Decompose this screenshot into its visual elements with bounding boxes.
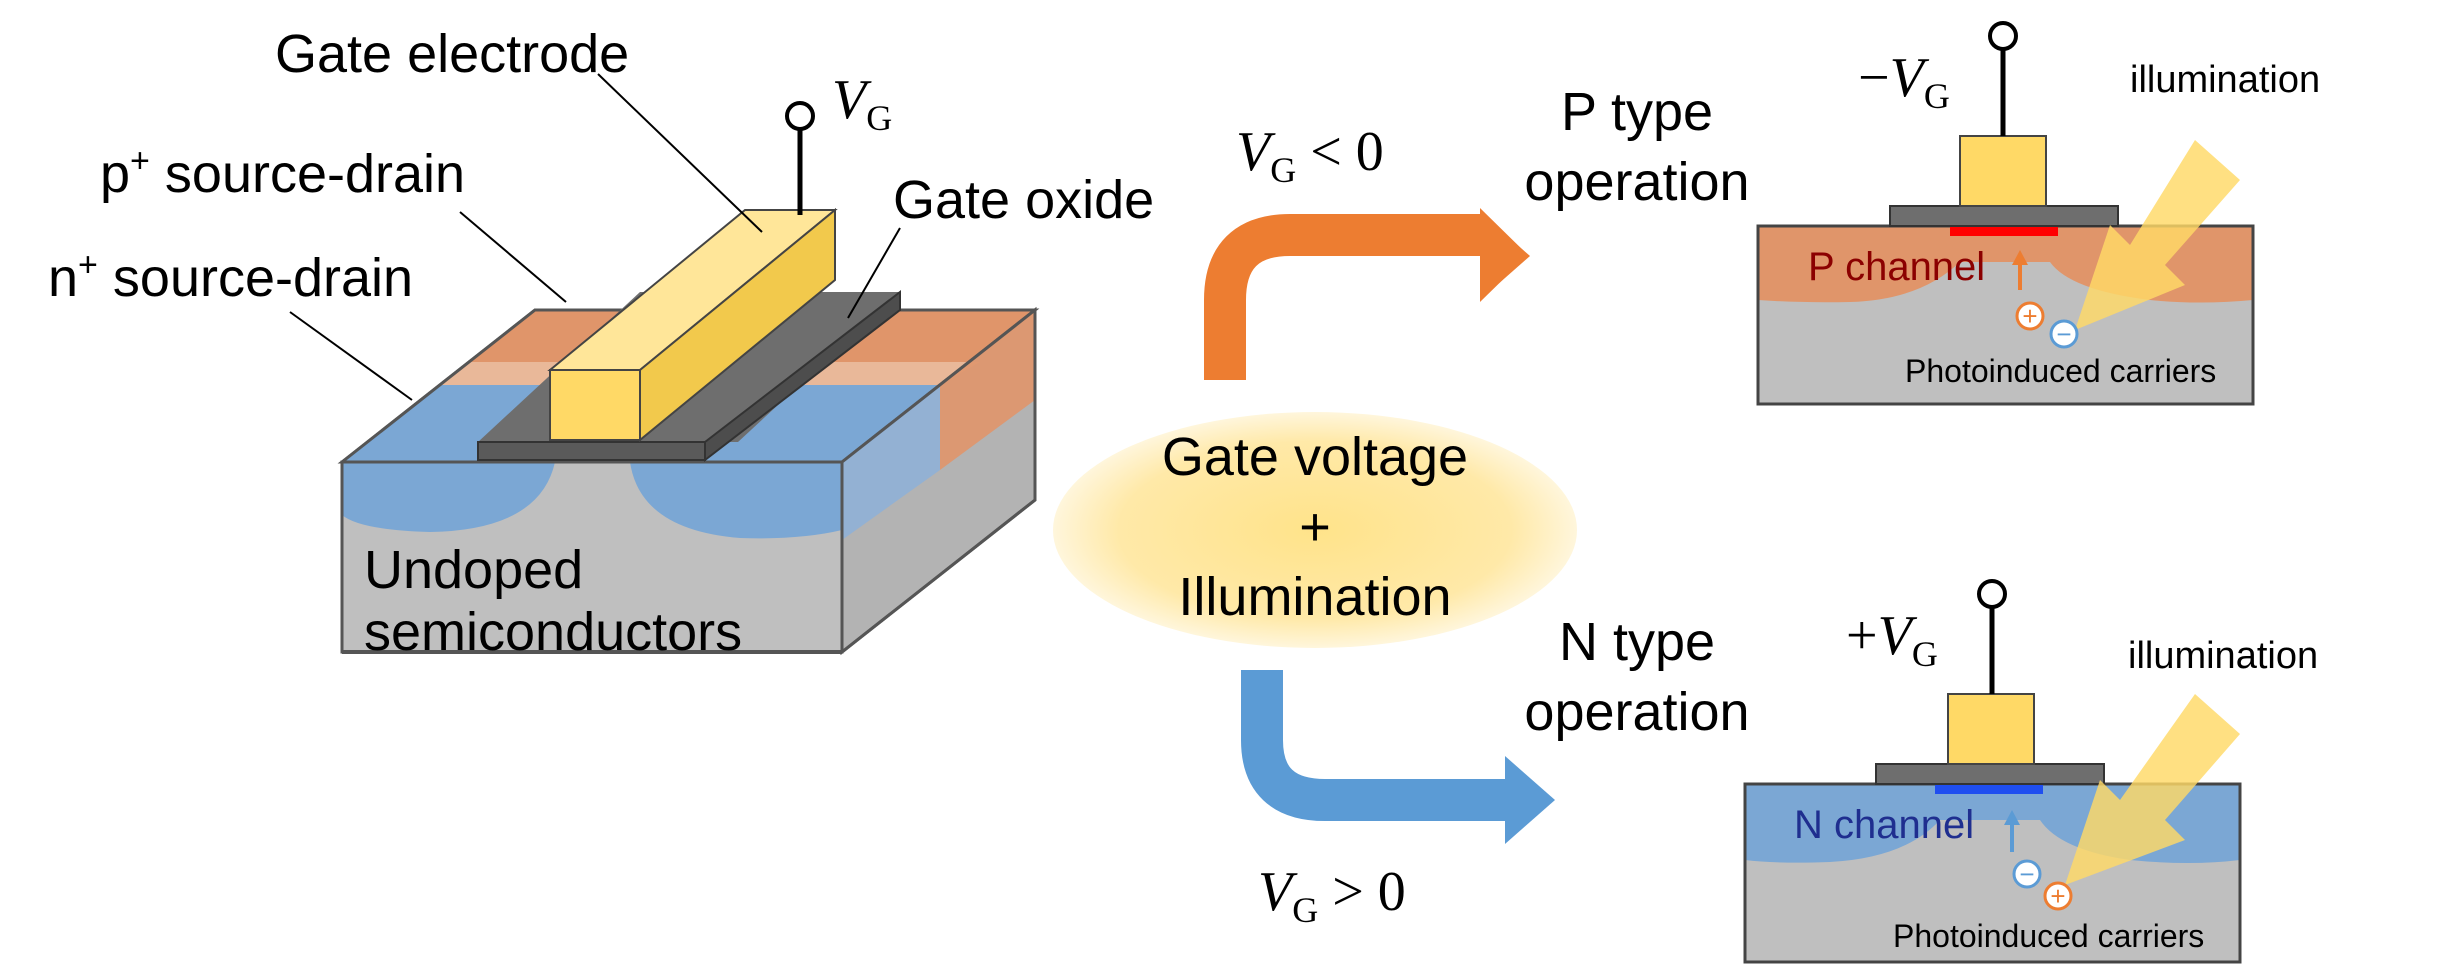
leader-gate-electrode: [597, 73, 763, 233]
n-well-left: [342, 462, 555, 532]
p-region-side: [940, 310, 1035, 470]
arrow-head-p: [1480, 212, 1530, 300]
center-line-3: Illumination: [1178, 567, 1451, 627]
p-carrier-arrow-icon: [2012, 250, 2028, 265]
vg-label-device: VG: [832, 69, 892, 138]
condition-negative: VG< 0: [1236, 121, 1384, 190]
p-illumination-beam: [2075, 140, 2240, 330]
p-channel-bar: [1950, 226, 2058, 236]
center-block: Gate voltage + Illumination VG< 0 VG> 0: [1053, 121, 1577, 930]
n-hole-symbol: +: [2050, 881, 2065, 911]
leader-p-sd: [459, 211, 567, 303]
p-type-panel: P type operation −VG illumination P chan…: [1524, 21, 2320, 406]
gate-oxide-front: [477, 441, 706, 461]
substrate-label-1: Undoped: [364, 540, 583, 600]
p-electron-symbol: −: [2056, 319, 2071, 349]
n-illumination-beam: [2065, 694, 2240, 885]
p-gate: [1959, 135, 2047, 207]
center-ellipse: [1053, 412, 1577, 648]
n-hole-icon: [2043, 881, 2073, 911]
device-3d: Gate electrode p+ source-drain n+ source…: [48, 24, 1154, 662]
gate-electrode-front: [549, 369, 641, 441]
p-oxide: [1889, 205, 2119, 227]
n-vg-label: +VG: [1846, 605, 1938, 674]
n-carrier-arrow-icon: [2004, 810, 2020, 825]
n-gate: [1947, 693, 2035, 765]
p-illumination-label: illumination: [2130, 59, 2320, 101]
n-well-right: [630, 462, 842, 539]
center-line-2: +: [1299, 497, 1331, 557]
n-channel-label: N channel: [1794, 803, 1974, 847]
n-source-drain-label: n+ source-drain: [48, 246, 413, 308]
p-vg-label: −VG: [1858, 47, 1950, 116]
gate-electrode-label: Gate electrode: [275, 24, 629, 84]
n-type-title-1: N type: [1559, 612, 1715, 672]
n-illumination-label: illumination: [2128, 635, 2318, 677]
leader-gate-oxide: [847, 227, 901, 319]
p-hole-symbol: +: [2022, 301, 2037, 331]
gate-electrode-side: [639, 207, 836, 443]
n-carriers-label: Photoinduced carriers: [1893, 918, 2204, 954]
p-type-title-2: operation: [1524, 152, 1749, 212]
p-channel-label: P channel: [1808, 245, 1985, 289]
p-carriers-label: Photoinduced carriers: [1905, 353, 2216, 389]
center-line-1: Gate voltage: [1162, 427, 1468, 487]
p-hole-icon: [2015, 301, 2045, 331]
arrow-to-n-type: [1241, 670, 1510, 821]
n-electron-symbol: −: [2019, 859, 2034, 889]
n-type-title-2: operation: [1524, 682, 1749, 742]
n-channel-bar: [1935, 784, 2043, 794]
condition-positive: VG> 0: [1258, 861, 1406, 930]
p-source-drain-label: p+ source-drain: [100, 142, 465, 204]
leader-n-sd: [289, 311, 413, 401]
n-gate-terminal-icon: [1977, 579, 2007, 609]
gate-terminal-icon: [785, 101, 815, 131]
n-type-panel: N type operation +VG illumination N chan…: [1524, 579, 2318, 964]
arrow-to-p-type: [1204, 214, 1485, 380]
n-oxide: [1875, 763, 2105, 785]
n-electron-icon: [2012, 859, 2042, 889]
p-electron-icon: [2049, 319, 2079, 349]
gate-oxide-label: Gate oxide: [893, 170, 1154, 230]
p-type-title-1: P type: [1561, 82, 1713, 142]
p-gate-terminal-icon: [1988, 21, 2018, 51]
arrow-head-n: [1505, 756, 1555, 844]
substrate-label-2: semiconductors: [364, 602, 742, 662]
